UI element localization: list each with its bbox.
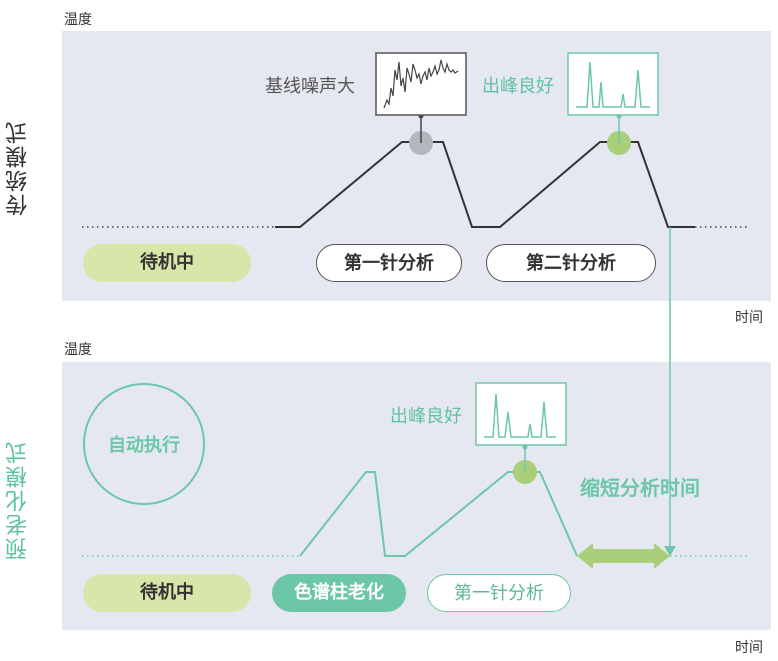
top-x-axis-label: 时间: [735, 310, 763, 326]
good-chromatogram-trace-bottom: [484, 393, 556, 438]
shortened-time-double-arrow: [577, 543, 670, 569]
auto-execute-circle: 自动执行: [83, 383, 205, 505]
shorten-analysis-time-annotation: 缩短分析时间: [580, 476, 700, 500]
bottom-temperature-program-line: [299, 471, 578, 557]
good-chromatogram-trace-top: [576, 61, 650, 108]
top-first-analysis-pill: 第一针分析: [316, 244, 462, 282]
peak-annotation-bottom: 出峰良好: [390, 406, 462, 427]
time-comparison-arrowhead: [664, 546, 676, 556]
top-standby-pill: 待机中: [83, 244, 251, 282]
bottom-standby-pill: 待机中: [83, 574, 251, 612]
bottom-y-axis-label: 温度: [64, 342, 92, 358]
peak-annotation-top: 出峰良好: [482, 76, 554, 97]
top-second-analysis-pill: 第二针分析: [486, 244, 656, 282]
bottom-x-axis-label: 时间: [735, 640, 763, 656]
bottom-column-aging-pill: 色谱柱老化: [272, 574, 406, 612]
bottom-first-analysis-pill: 第一针分析: [427, 574, 571, 612]
top-y-axis-label: 温度: [64, 12, 92, 28]
top-temperature-program-line: [275, 141, 695, 228]
good-chromatogram-box-top: [567, 52, 659, 116]
noisy-chromatogram-trace: [383, 59, 459, 109]
traditional-mode-label: 传统模式: [6, 120, 31, 216]
noise-annotation: 基线噪声大: [265, 76, 355, 97]
preaging-mode-label: 预老化模式: [6, 440, 31, 560]
good-chromatogram-box-bottom: [475, 382, 567, 446]
